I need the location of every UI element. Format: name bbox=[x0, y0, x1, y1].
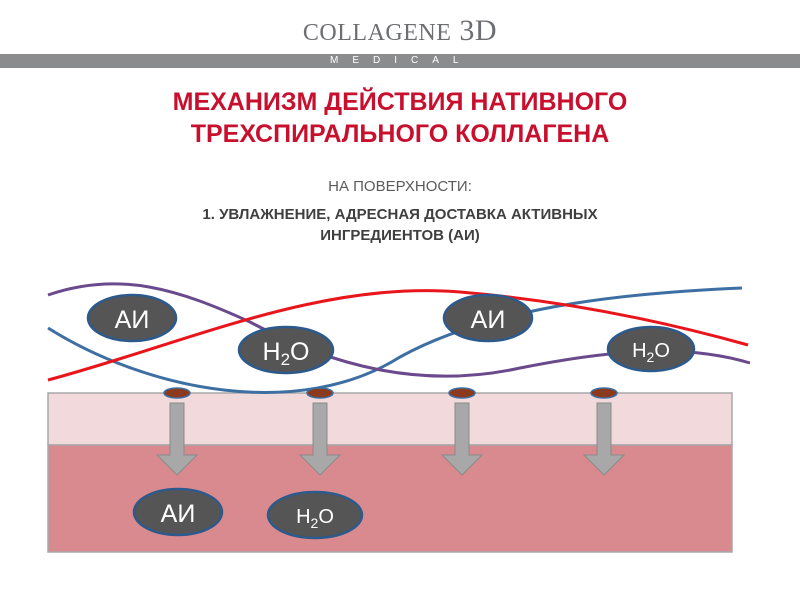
h2o-h: H bbox=[632, 340, 646, 362]
svg-text:H2O: H2O bbox=[263, 338, 310, 369]
pore bbox=[163, 387, 191, 399]
h2o-2: 2 bbox=[647, 349, 655, 365]
ai-ellipse: АИ bbox=[442, 293, 534, 343]
brand-logo: Collagene 3D bbox=[300, 14, 500, 48]
strand-red bbox=[47, 289, 749, 382]
arrow-down bbox=[298, 402, 342, 476]
ai-label: АИ bbox=[471, 306, 506, 334]
h2o-h: H bbox=[263, 338, 281, 366]
svg-text:H2O: H2O bbox=[296, 506, 334, 531]
title-line-1: МЕХАНИЗМ ДЕЙСТВИЯ НАТИВНОГО bbox=[172, 88, 628, 116]
ai-ellipse: АИ bbox=[132, 487, 224, 537]
h2o-2: 2 bbox=[281, 350, 290, 369]
point-line-1: 1. УВЛАЖНЕНИЕ, АДРЕСНАЯ ДОСТАВКА АКТИВНЫ… bbox=[202, 206, 598, 223]
h2o-2: 2 bbox=[311, 515, 319, 531]
subtitle: НА ПОВЕРХНОСТИ: bbox=[328, 178, 472, 195]
medical-band: MEDICAL bbox=[0, 54, 800, 68]
strand-blue bbox=[47, 286, 743, 394]
skin-layer-top bbox=[47, 392, 733, 446]
pore bbox=[306, 387, 334, 399]
h2o-o: O bbox=[318, 506, 334, 528]
page-title: МЕХАНИЗМ ДЕЙСТВИЯ НАТИВНОГО ТРЕХСПИРАЛЬН… bbox=[0, 86, 800, 150]
ai-ellipse: АИ bbox=[86, 293, 178, 343]
arrow-down bbox=[155, 402, 199, 476]
pore bbox=[590, 387, 618, 399]
point-line-2: ИНГРЕДИЕНТОВ (АИ) bbox=[320, 227, 480, 244]
medical-label: MEDICAL bbox=[330, 55, 473, 66]
h2o-ellipse: H2O bbox=[606, 325, 696, 373]
h2o-h: H bbox=[296, 506, 310, 528]
svg-text:H2O: H2O bbox=[632, 340, 670, 365]
logo-suffix: 3D bbox=[459, 14, 498, 47]
arrow-down bbox=[582, 402, 626, 476]
point-text: 1. УВЛАЖНЕНИЕ, АДРЕСНАЯ ДОСТАВКА АКТИВНЫ… bbox=[0, 204, 800, 246]
h2o-ellipse: H2O bbox=[237, 325, 335, 375]
h2o-o: O bbox=[654, 340, 670, 362]
pore bbox=[448, 387, 476, 399]
h2o-ellipse: H2O bbox=[266, 490, 364, 540]
arrow-down bbox=[440, 402, 484, 476]
logo-text: Collagene bbox=[302, 20, 452, 46]
h2o-o: O bbox=[290, 338, 309, 366]
ai-label: АИ bbox=[115, 306, 150, 334]
title-line-2: ТРЕХСПИРАЛЬНОГО КОЛЛАГЕНА bbox=[190, 120, 610, 148]
ai-label: АИ bbox=[161, 500, 196, 528]
